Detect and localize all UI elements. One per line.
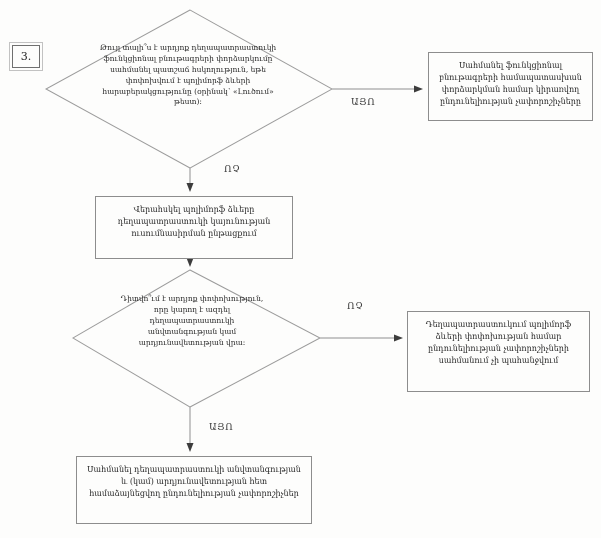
- process-no-criteria-required: Դեղապատրաստուկում պոլիմորֆ ձևերի փոփոխու…: [407, 311, 590, 392]
- decision-1-text: Թույլ տալի՞ս է արդյոք դեղապատրաստուկի ֆո…: [99, 43, 277, 107]
- edge-label-d2-no: ՈՉ: [347, 301, 364, 312]
- step-number-box: 3.: [9, 42, 43, 71]
- edge-label-d1-yes: ԱՅՈ: [351, 97, 376, 108]
- edge-label-d2-yes: ԱՅՈ: [209, 422, 234, 433]
- step-number-label: 3.: [20, 50, 32, 63]
- process-set-functional-criteria: Սահմանել ֆունկցիոնալ բնութագրերի համապատ…: [428, 52, 593, 121]
- process-monitor-stability: Վերահսկել պոլիմորֆ ձևերը դեղապատրաստուկի…: [95, 196, 293, 259]
- decision-2-text: Դիտվո՞ւմ է արդյոք փոփոխություն, որը կարո…: [120, 294, 264, 347]
- process-set-safety-efficacy-criteria: Սահմանել դեղապատրաստուկի անվտանգության և…: [76, 456, 312, 524]
- edge-label-d1-no: ՈՉ: [224, 164, 241, 175]
